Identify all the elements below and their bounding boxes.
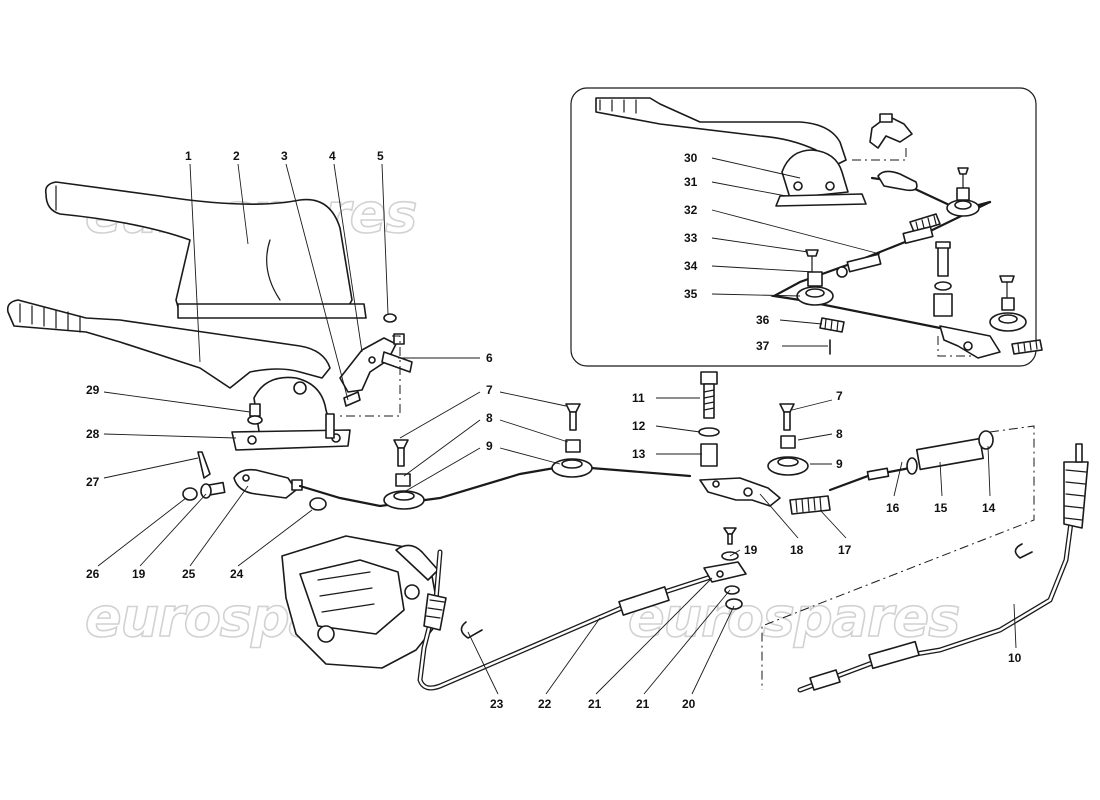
bolt-19-left (200, 481, 226, 499)
callout-31: 31 (684, 175, 698, 189)
callout-23: 23 (490, 697, 504, 711)
rear-cable-dash (761, 425, 1035, 690)
clip-23 (460, 621, 483, 639)
brake-caliper (281, 535, 441, 669)
callout-33: 33 (684, 231, 698, 245)
inset-handbrake-lever (595, 97, 867, 207)
pulley-middle (551, 403, 593, 478)
inset-part-36 (819, 317, 845, 333)
callout-28: 28 (86, 427, 100, 441)
pulley-left (383, 439, 425, 510)
screw-3 (343, 391, 361, 407)
inset-switch-bracket (852, 113, 913, 161)
rear-cable-10 (797, 443, 1089, 693)
callout-7a: 7 (486, 383, 493, 397)
callout-21a: 21 (588, 697, 602, 711)
callout-11: 11 (632, 391, 645, 405)
callout-19b: 19 (744, 543, 758, 557)
bolt-stack-center (698, 371, 720, 467)
callout-6: 6 (486, 351, 493, 365)
switch-bracket-4 (339, 337, 413, 393)
inset-adjuster (836, 225, 934, 278)
nut-5 (383, 313, 405, 345)
callout-27: 27 (86, 475, 100, 489)
callout-25: 25 (182, 567, 196, 581)
lever-base (231, 376, 351, 451)
callout-10: 10 (1008, 651, 1022, 665)
callout-22: 22 (538, 697, 552, 711)
bushing-24 (309, 497, 327, 511)
cable-clamp-25 (233, 468, 303, 499)
inset-frame (570, 87, 1037, 367)
callout-8a: 8 (486, 411, 493, 425)
callout-30: 30 (684, 151, 698, 165)
callout-4: 4 (329, 149, 336, 163)
callout-21b: 21 (636, 697, 650, 711)
lever-cover-2 (44, 181, 367, 319)
callout-16: 16 (886, 501, 900, 515)
callout-34: 34 (684, 259, 698, 273)
inset-spring (909, 213, 941, 233)
lever-bracket-18 (699, 477, 781, 507)
callout-24: 24 (230, 567, 244, 581)
pulley-right (767, 403, 809, 476)
callout-12: 12 (632, 419, 646, 433)
watermark-bottom-right: eurospares (628, 586, 959, 649)
callout-5: 5 (377, 149, 384, 163)
callout-37: 37 (756, 339, 770, 353)
spring-17 (789, 495, 831, 515)
inset-leaders (711, 157, 881, 347)
washer-26 (182, 487, 198, 501)
caliper-cable-22 (417, 549, 747, 691)
callout-8b: 8 (836, 427, 843, 441)
callout-3: 3 (281, 149, 288, 163)
lever-screws-29 (247, 403, 263, 425)
pin-27 (197, 451, 211, 479)
callout-9a: 9 (486, 439, 493, 453)
callout-32: 32 (684, 203, 698, 217)
callout-35: 35 (684, 287, 698, 301)
callout-2: 2 (233, 149, 240, 163)
callout-13: 13 (632, 447, 646, 461)
callout-19a: 19 (132, 567, 146, 581)
inset-bolt-stack (933, 241, 953, 317)
inset-pulley-upper (946, 167, 980, 217)
callout-1: 1 (185, 149, 192, 163)
handbrake-lever-1 (6, 299, 331, 389)
callout-9b: 9 (836, 457, 843, 471)
inset-clamp (877, 170, 918, 192)
leader-lines (97, 163, 1017, 695)
callout-17: 17 (838, 543, 852, 557)
inset-lever-bracket (937, 325, 1043, 359)
callout-20: 20 (682, 697, 696, 711)
callout-15: 15 (934, 501, 948, 515)
callout-36: 36 (756, 313, 770, 327)
bracket-dash (336, 335, 401, 417)
callout-18: 18 (790, 543, 804, 557)
inset-panel: 30 31 32 33 34 35 36 37 (570, 87, 1043, 367)
inset-pulley-middle (796, 249, 834, 306)
callout-14: 14 (982, 501, 996, 515)
cable-adjuster (828, 430, 994, 492)
clip-rear (1014, 543, 1033, 559)
callout-26: 26 (86, 567, 100, 581)
callout-29: 29 (86, 383, 100, 397)
callout-7b: 7 (836, 389, 843, 403)
main-cable (298, 464, 692, 508)
inset-pulley-right (989, 275, 1027, 332)
